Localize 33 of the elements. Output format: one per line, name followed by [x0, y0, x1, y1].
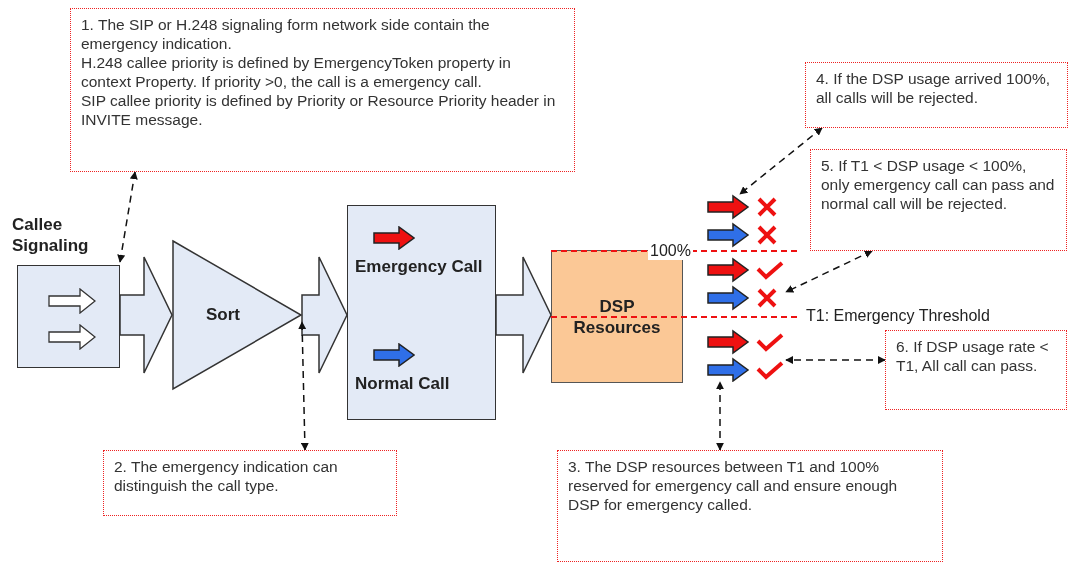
- dsp-label: DSP Resources: [572, 295, 662, 338]
- note-box: [885, 330, 1067, 410]
- note-text: 3. The DSP resources between T1 and 100% reserved for emergency call and ensure enough DSP for emergency called.: [568, 457, 899, 514]
- note-box: [805, 62, 1068, 128]
- block-arrow: [119, 256, 173, 374]
- note-box: [103, 450, 397, 516]
- note-box: [810, 149, 1067, 251]
- sort-triangle: [172, 240, 302, 390]
- call-results-drawing: [706, 194, 786, 382]
- leader-line: [716, 381, 724, 451]
- note-text: 1. The SIP or H.248 signaling form network side contain the emergency indication.: [81, 15, 491, 53]
- threshold-label: 100%: [648, 242, 693, 260]
- leader-line: [298, 321, 309, 451]
- note-box: [70, 8, 575, 172]
- triangle-label: Sort: [206, 304, 240, 325]
- note-text: H.248 callee priority is defined by EmergencyToken property in context Property. If priority >0, the call is a emergency call.: [81, 53, 512, 91]
- note-box: [557, 450, 943, 562]
- leader-line: [117, 171, 138, 263]
- leader-line: [785, 356, 886, 364]
- call-label: Normal Call: [355, 373, 451, 394]
- leader-line: [739, 127, 823, 195]
- note-text: 6. If DSP usage rate < T1, All call can pass.: [896, 337, 1050, 375]
- call-type-box: [347, 205, 496, 420]
- box-heading: Callee Signaling: [12, 214, 90, 256]
- leader-line: [785, 250, 873, 293]
- block-arrow: [495, 256, 552, 374]
- block-arrow: [301, 256, 348, 374]
- note-text: 4. If the DSP usage arrived 100%, all calls will be rejected.: [816, 69, 1052, 107]
- call-label: Emergency Call: [355, 256, 484, 277]
- threshold-label: T1: Emergency Threshold: [806, 307, 990, 325]
- note-text: 5. If T1 < DSP usage < 100%, only emergency call can pass and normal call will be rejected.: [821, 156, 1056, 213]
- note-text: 2. The emergency indication can distinguish the call type.: [114, 457, 339, 495]
- note-text: SIP callee priority is defined by Priority or Resource Priority header in INVITE message.: [81, 91, 557, 129]
